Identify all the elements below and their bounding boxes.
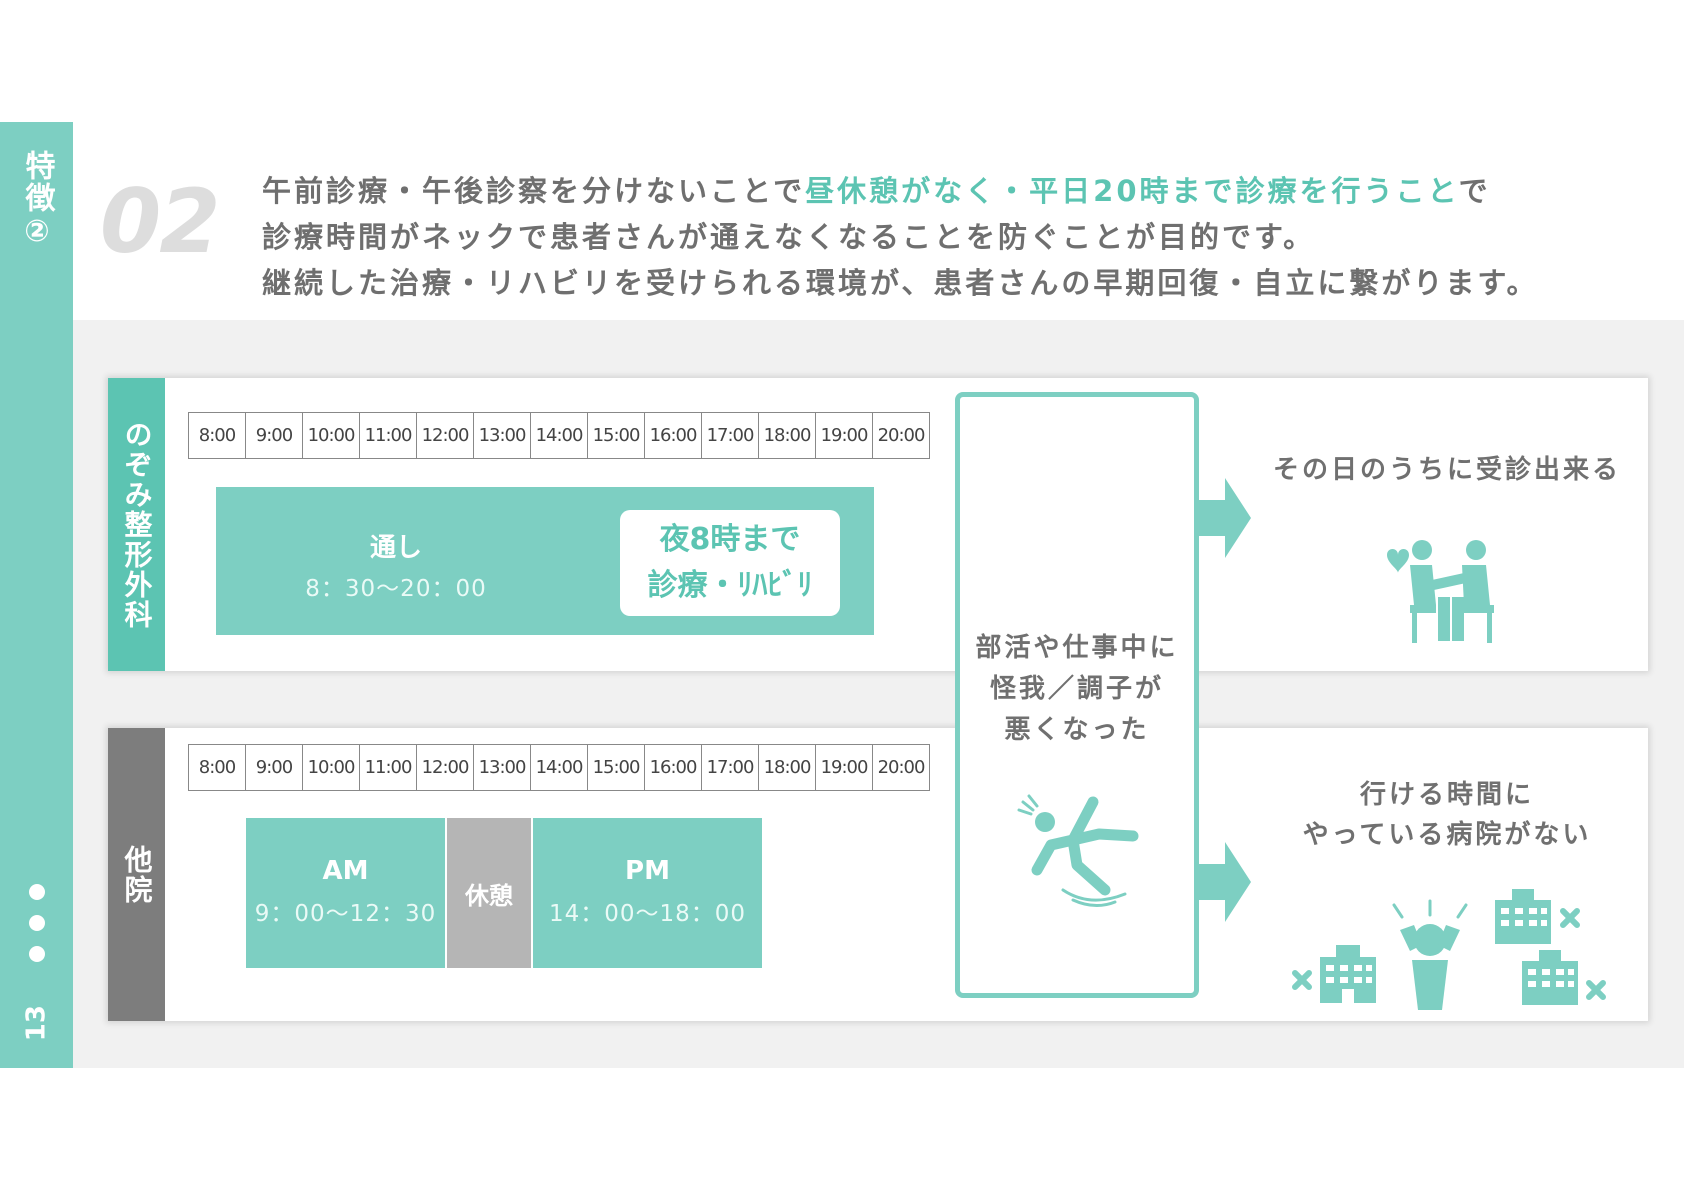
feature-number: 02: [100, 170, 220, 273]
section-title: 特徴②: [19, 150, 55, 251]
other-result: 行ける時間に やっている病院がない: [1252, 775, 1642, 855]
nozomi-block-title: 通し: [369, 533, 422, 563]
heart-icon: [1387, 549, 1409, 573]
hospital-icon: [1522, 950, 1578, 1005]
situation-line-1: 部活や仕事中に: [975, 633, 1179, 663]
time-cell: 17:00: [702, 413, 759, 458]
time-cell: 16:00: [645, 745, 702, 790]
night-hours-badge: 夜8時まで 診療・ﾘﾊﾋﾞﾘ: [620, 510, 840, 616]
time-cell: 11:00: [360, 413, 417, 458]
people-talking-icon: [1387, 540, 1494, 643]
dot-2: [29, 915, 45, 931]
am-time: 9：00〜12：30: [254, 901, 437, 927]
intro-line-2: 診療時間がネックで患者さんが通えなくなることを防ぐことが目的です。: [262, 220, 1316, 254]
am-block: AM 9：00〜12：30: [246, 818, 445, 968]
other-result-line-2: やっている病院がない: [1302, 820, 1592, 850]
time-cell: 13:00: [474, 745, 531, 790]
time-cell: 18:00: [759, 413, 816, 458]
page-number: 13: [21, 1005, 52, 1042]
pm-time: 14：00〜18：00: [548, 901, 747, 927]
intro-line-1-highlight: 昼休憩がなく・平日20時まで診療を行うこと: [805, 174, 1459, 208]
hospital-icon: [1495, 889, 1551, 944]
dot-3: [29, 946, 45, 962]
intro-line-1-pre: 午前診療・午後診察を分けないことで: [262, 174, 806, 208]
time-cell: 12:00: [417, 413, 474, 458]
intro-line-1: 午前診療・午後診察を分けないことで昼休憩がなく・平日20時まで診療を行うことで: [262, 168, 1662, 214]
pm-block: PM 14：00〜18：00: [533, 818, 762, 968]
falling-person-icon: [1017, 794, 1139, 907]
other-label: 他院: [108, 728, 165, 1021]
time-cell: 13:00: [474, 413, 531, 458]
intro-line-1-post: で: [1458, 174, 1491, 208]
dot-1: [29, 884, 45, 900]
time-cell: 8:00: [189, 413, 246, 458]
hospital-scene-icon: [1292, 889, 1606, 1010]
situation-text: 部活や仕事中に 怪我／調子が 悪くなった: [955, 628, 1199, 751]
time-cell: 10:00: [303, 413, 360, 458]
badge-line-2: 診療・ﾘﾊﾋﾞﾘ: [647, 568, 813, 603]
time-cell: 15:00: [588, 745, 645, 790]
intro-line-3: 継続した治療・リハビリを受けられる環境が、患者さんの早期回復・自立に繋がります。: [262, 266, 1539, 300]
nozomi-label: のぞみ整形外科: [108, 378, 165, 671]
time-cell: 20:00: [877, 425, 926, 446]
side-strip: [0, 122, 73, 1068]
time-cell: 9:00: [246, 413, 303, 458]
other-result-line-1: 行ける時間に: [1359, 780, 1534, 810]
time-cell: 18:00: [759, 745, 816, 790]
break-block: 休憩: [447, 818, 531, 968]
pm-title: PM: [625, 856, 670, 886]
situation-line-2: 怪我／調子が: [989, 674, 1164, 704]
situation-line-3: 悪くなった: [1004, 715, 1150, 745]
time-cell: 11:00: [360, 745, 417, 790]
time-cell: 9:00: [246, 745, 303, 790]
arrow-right-icon: [1199, 478, 1251, 558]
time-cell: 20:00: [877, 757, 926, 778]
arrow-right-icon: [1199, 842, 1251, 922]
badge-line-1: 夜8時まで: [659, 522, 801, 557]
time-cell: 16:00: [645, 413, 702, 458]
time-cell: 12:00: [417, 745, 474, 790]
time-cell: 10:00: [303, 745, 360, 790]
nozomi-block-time: 8：30〜20：00: [305, 576, 487, 602]
time-cell: 19:00: [816, 745, 873, 790]
intro-text: 午前診療・午後診察を分けないことで昼休憩がなく・平日20時まで診療を行うことで …: [262, 168, 1662, 306]
time-cell: 14:00: [531, 413, 588, 458]
time-cell: 19:00: [816, 413, 873, 458]
nozomi-result: その日のうちに受診出来る: [1272, 455, 1621, 485]
time-cell: 14:00: [531, 745, 588, 790]
stressed-person-icon: [1400, 924, 1460, 1010]
am-title: AM: [322, 856, 369, 886]
time-cell: 17:00: [702, 745, 759, 790]
time-cell: 15:00: [588, 413, 645, 458]
time-cell: 8:00: [189, 745, 246, 790]
cross-mark-icon: [1292, 908, 1606, 1000]
